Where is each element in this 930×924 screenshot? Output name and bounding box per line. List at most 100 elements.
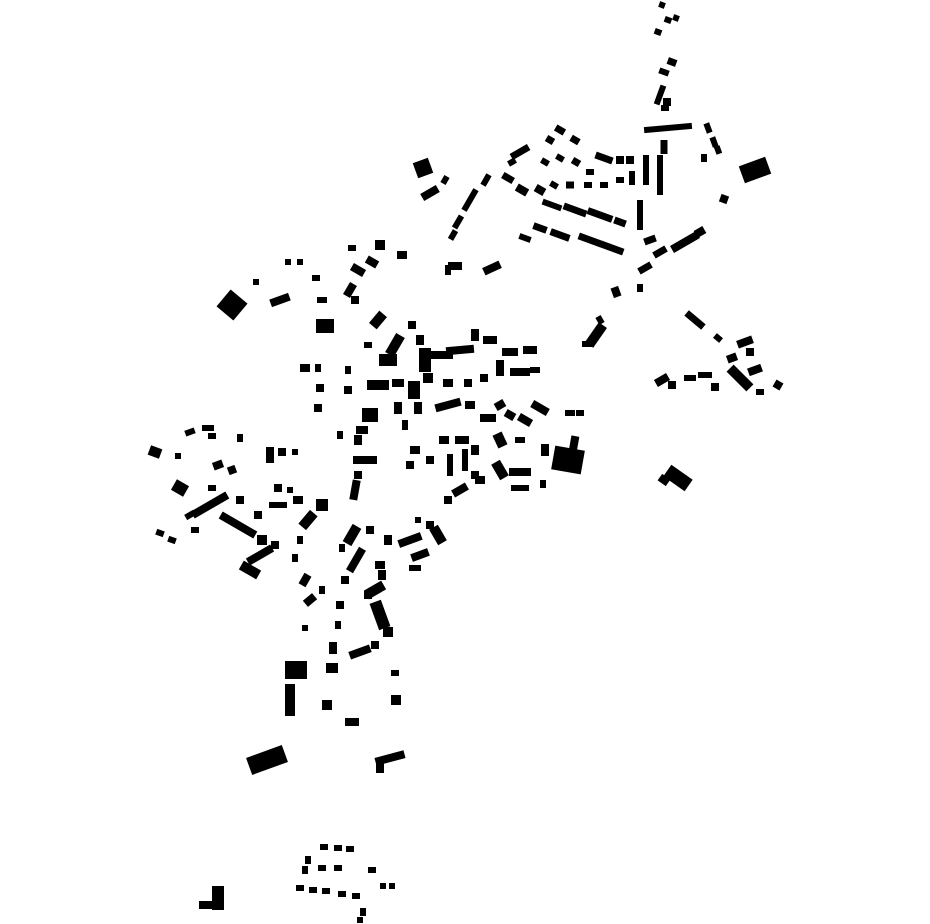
building-footprint [747, 363, 763, 377]
building-footprint [493, 399, 507, 411]
building-footprint [426, 521, 434, 529]
building-footprint [501, 171, 515, 185]
building-footprint [354, 435, 362, 445]
building-footprint [482, 260, 502, 276]
building-footprint [746, 348, 754, 356]
building-footprint [305, 856, 311, 864]
building-footprint [643, 155, 649, 185]
building-footprint [287, 487, 293, 493]
building-footprint [616, 156, 624, 164]
building-footprint [317, 297, 327, 303]
building-footprint [312, 275, 320, 281]
building-footprint [502, 348, 518, 356]
building-footprint [351, 296, 359, 304]
building-footprint [322, 888, 330, 894]
building-footprint [663, 15, 673, 25]
building-footprint [713, 333, 723, 343]
building-footprint [568, 435, 580, 453]
building-footprint [577, 232, 603, 248]
building-footprint [693, 226, 707, 238]
building-footprint [184, 509, 196, 521]
building-footprint [349, 263, 367, 277]
building-footprint [374, 750, 406, 766]
building-footprint [756, 389, 764, 395]
building-footprint [643, 122, 693, 134]
building-footprint [211, 459, 225, 471]
building-footprint [416, 335, 424, 345]
building-footprint [475, 476, 485, 484]
building-footprint [626, 156, 634, 164]
building-footprint [582, 341, 594, 347]
building-footprint [736, 335, 754, 349]
building-footprint [530, 400, 550, 416]
building-footprint [246, 745, 288, 775]
building-footprint [346, 846, 354, 852]
building-footprint [657, 155, 663, 195]
building-footprint [544, 134, 556, 146]
building-footprint [658, 67, 670, 77]
building-footprint [423, 373, 433, 383]
building-footprint [337, 431, 343, 439]
building-footprint [566, 181, 574, 189]
building-footprint [511, 485, 529, 491]
building-footprint [408, 381, 420, 399]
building-footprint [341, 576, 349, 584]
building-footprint [713, 145, 723, 155]
building-footprint [392, 379, 404, 387]
building-footprint [711, 383, 719, 391]
building-footprint [434, 397, 462, 413]
building-footprint [503, 409, 517, 421]
building-footprint [155, 528, 165, 538]
building-footprint [226, 464, 238, 476]
building-footprint [302, 625, 308, 631]
building-footprint [184, 427, 196, 437]
building-footprint [293, 496, 303, 504]
building-footprint [348, 644, 372, 660]
building-footprint [643, 234, 657, 246]
building-footprint [465, 401, 475, 409]
building-footprint [668, 381, 676, 389]
building-footprint [384, 535, 392, 545]
building-footprint [368, 867, 376, 873]
building-footprint [570, 156, 582, 168]
building-footprint [439, 436, 449, 444]
building-footprint [342, 523, 362, 547]
building-footprint [345, 718, 359, 726]
building-footprint [285, 661, 307, 679]
building-footprint [354, 471, 362, 479]
building-footprint [316, 319, 334, 333]
building-footprint [297, 259, 303, 265]
building-footprint [652, 245, 668, 259]
building-footprint [318, 865, 326, 871]
building-footprint [509, 468, 531, 476]
building-footprint [663, 464, 693, 492]
building-footprint [637, 284, 643, 292]
building-footprint [212, 886, 224, 910]
building-footprint [610, 285, 622, 299]
building-footprint [285, 684, 295, 716]
building-footprint [533, 184, 547, 196]
building-footprint [653, 84, 667, 106]
building-footprint [167, 535, 177, 545]
building-footprint [447, 229, 459, 241]
building-footprint [448, 262, 462, 270]
building-footprint [445, 265, 451, 275]
building-footprint [701, 154, 707, 162]
building-footprint [709, 136, 719, 148]
building-footprint [443, 379, 453, 387]
building-footprint [451, 482, 469, 498]
building-footprint [461, 188, 479, 212]
building-footprint [352, 893, 360, 899]
building-footprint [507, 157, 517, 167]
building-footprint [278, 448, 286, 456]
building-footprint [663, 98, 671, 106]
building-footprint [492, 431, 508, 449]
building-footprint [410, 548, 430, 562]
building-footprint [462, 449, 468, 471]
building-footprint [541, 444, 549, 456]
building-footprint [292, 449, 298, 455]
building-footprint [553, 124, 567, 136]
building-footprint [509, 143, 531, 161]
building-footprint [208, 485, 216, 491]
